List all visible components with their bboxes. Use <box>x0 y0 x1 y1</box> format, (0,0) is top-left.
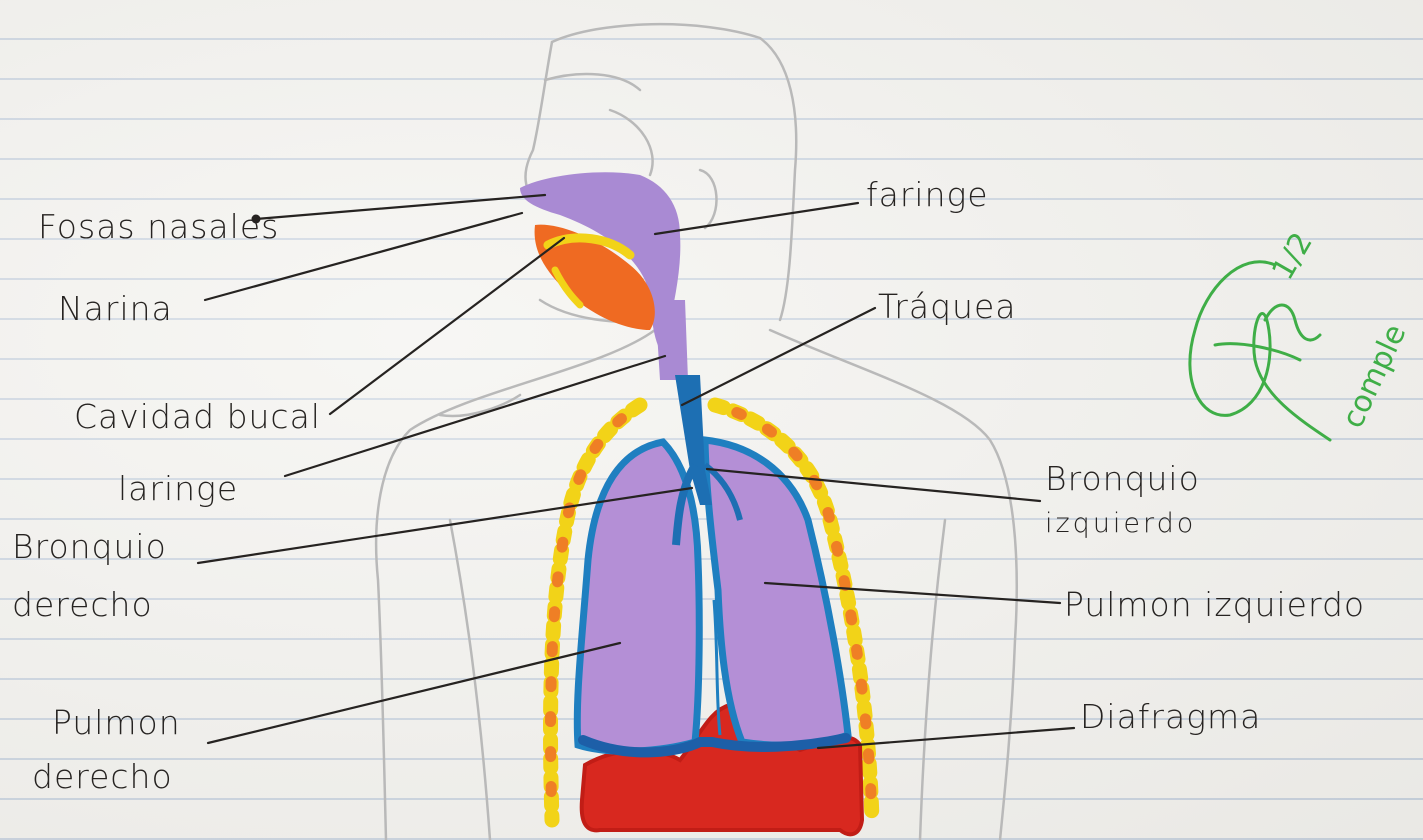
label-faringe: faringe <box>866 178 989 211</box>
label-pulmon-derecho-line1: Pulmon <box>52 706 181 739</box>
grade-scribble <box>1190 262 1330 440</box>
label-traquea: Tráquea <box>878 290 1016 323</box>
label-diafragma: Diafragma <box>1080 700 1261 733</box>
label-pulmon-derecho-line2: derecho <box>32 760 173 793</box>
label-pulmon-izquierdo: Pulmon izquierdo <box>1064 588 1365 621</box>
label-fosas-nasales: Fosas nasales <box>38 210 279 243</box>
label-laringe: laringe <box>118 472 238 505</box>
label-cavidad-bucal: Cavidad bucal <box>74 400 321 433</box>
label-bronquio-derecho-line1: Bronquio <box>12 530 167 563</box>
label-bronquio-izquierdo-line1: Bronquio <box>1045 462 1200 495</box>
label-bronquio-izquierdo-line2: izquierdo <box>1045 510 1196 537</box>
larynx <box>655 300 688 380</box>
label-narina: Narina <box>58 292 173 325</box>
label-bronquio-derecho-line2: derecho <box>12 588 153 621</box>
